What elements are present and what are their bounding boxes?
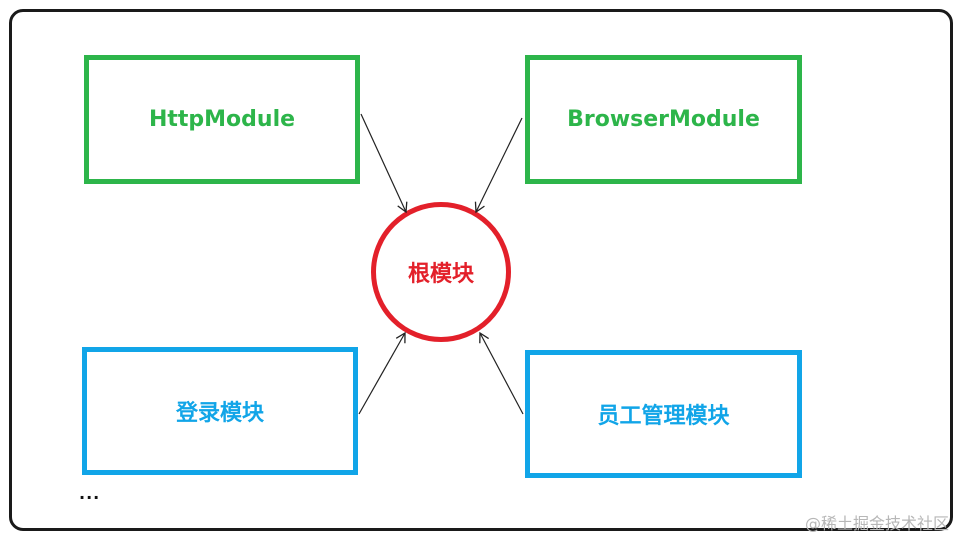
http-module-label: HttpModule (148, 107, 296, 132)
browser-module-label: BrowserModule (567, 107, 760, 132)
login-module-box: 登录模块 (82, 347, 358, 475)
employee-module-box: 员工管理模块 (525, 350, 802, 478)
arrow-http-to-root (360, 113, 408, 214)
more-modules-ellipsis: ... (79, 484, 101, 503)
browser-module-box: BrowserModule (525, 55, 802, 184)
root-module-label: 根模块 (407, 262, 474, 287)
employee-module-label: 员工管理模块 (597, 404, 730, 429)
root-module-circle: 根模块 (371, 202, 511, 342)
login-module-label: 登录模块 (175, 401, 264, 426)
watermark-text: @稀土掘金技术社区 (804, 514, 949, 533)
arrow-browser-to-root (474, 117, 523, 214)
arrow-login-to-root (358, 331, 406, 415)
arrow-employee-to-root (479, 331, 524, 415)
http-module-box: HttpModule (84, 55, 360, 184)
